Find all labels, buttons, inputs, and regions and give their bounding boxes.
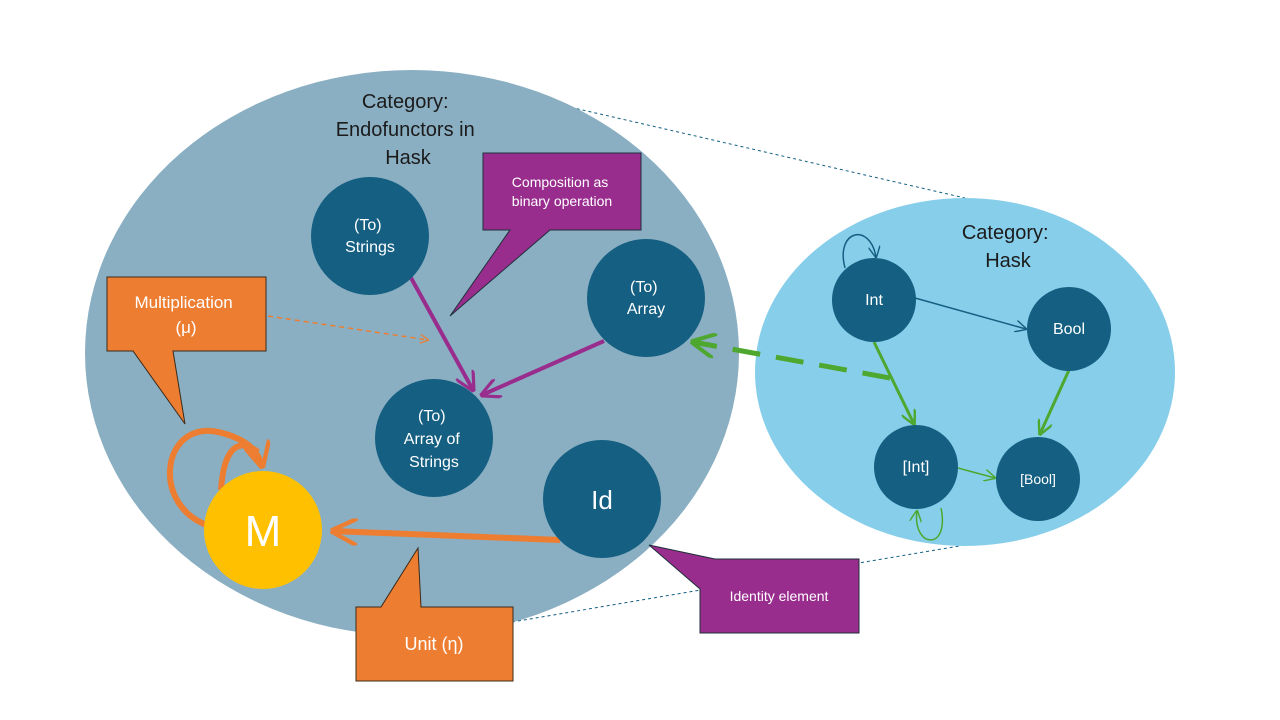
int-list-to-bool-list-arrow	[957, 467, 995, 478]
multiplication-callout: Multiplication (μ)	[106, 276, 267, 425]
strings-to-array-of-strings-arrow	[408, 275, 473, 390]
node-bool-list: [Bool]	[996, 437, 1080, 521]
unit-callout: Unit (η)	[355, 546, 514, 682]
svg-text:(To) Array of Stri: (To) Array of Strings	[404, 408, 464, 471]
identity-callout: Identity element	[648, 544, 860, 634]
svg-text:Bool: Bool	[1053, 321, 1085, 338]
endofunctor-category-title: Category: Endofunctors in Hask	[336, 91, 481, 169]
zoom-connector-top	[412, 70, 966, 199]
node-bool: Bool	[1027, 287, 1111, 371]
svg-text:[Bool]: [Bool]	[1020, 471, 1056, 487]
svg-text:(To) Array: (To) Array	[627, 279, 665, 318]
node-strings: (To) Strings	[311, 177, 429, 295]
svg-text:(To) Strings: (To) Strings	[345, 217, 395, 256]
int-to-int-list-arrow	[872, 341, 914, 424]
node-array: (To) Array	[587, 239, 705, 357]
svg-text:Int: Int	[865, 292, 883, 309]
int-self-loop-arrow	[842, 233, 876, 269]
svg-text:[Int]: [Int]	[903, 459, 930, 476]
array-to-array-of-strings-arrow	[482, 339, 605, 395]
node-monad: M	[204, 471, 322, 589]
node-id: Id	[543, 440, 661, 558]
svg-text:Identity element: Identity element	[730, 588, 829, 604]
bool-to-bool-list-arrow	[1040, 369, 1071, 434]
svg-text:Id: Id	[591, 485, 613, 515]
unit-arrow	[333, 531, 561, 540]
int-to-bool-arrow	[914, 297, 1026, 329]
svg-text:Composition as binary op: Composition as binary operation	[512, 174, 612, 209]
composition-callout: Composition as binary operation	[449, 152, 642, 317]
svg-text:M: M	[245, 507, 282, 556]
svg-text:Unit (η): Unit (η)	[404, 634, 463, 654]
multiplication-inner-arc	[218, 442, 260, 491]
hask-category-region	[755, 198, 1175, 546]
node-array-of-strings: (To) Array of Strings	[375, 379, 493, 497]
node-int: Int	[832, 258, 916, 342]
node-int-list: [Int]	[874, 425, 958, 509]
functor-mapping-arrow	[693, 342, 891, 381]
svg-text:Multiplication (μ): Multiplication (μ)	[135, 293, 238, 337]
int-list-self-loop-arrow	[917, 507, 944, 541]
hask-category-title: Category: Hask	[962, 222, 1054, 272]
